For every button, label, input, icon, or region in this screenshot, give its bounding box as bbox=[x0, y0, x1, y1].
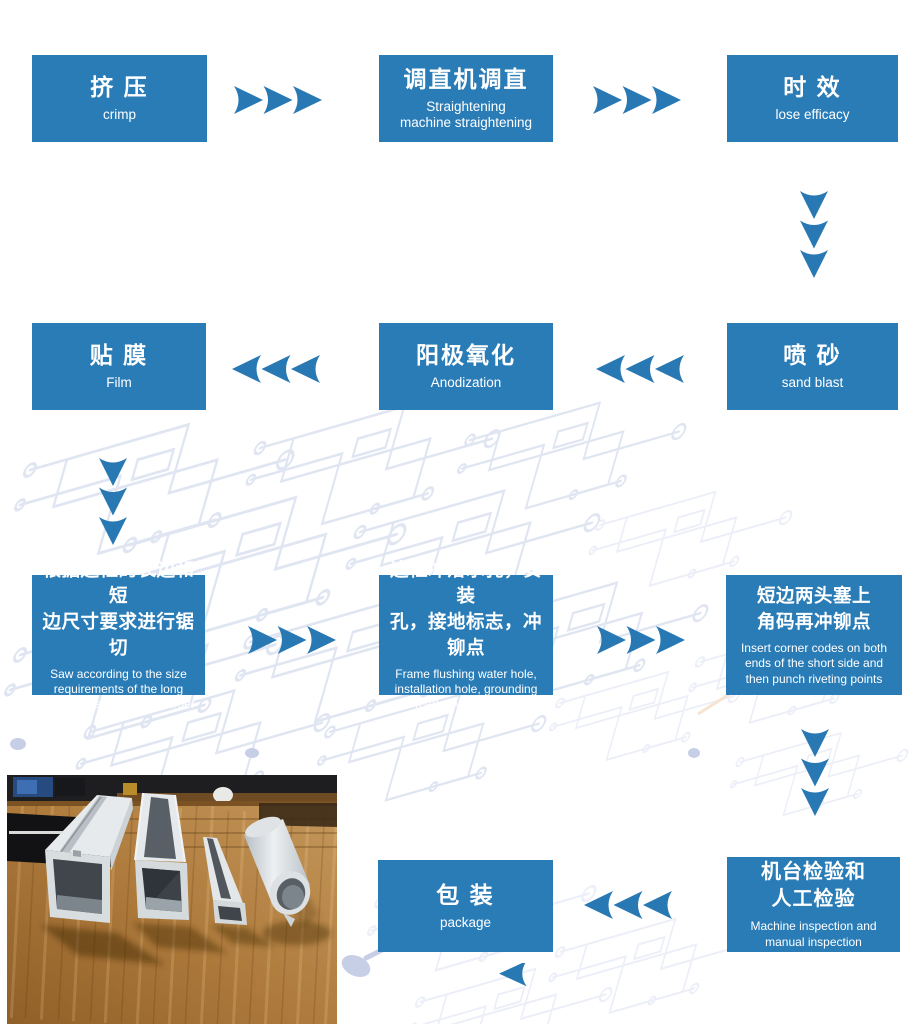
flow-arrows-left-icon bbox=[584, 891, 672, 919]
step-box-punch-holes: 边框冲落水孔，安装 孔，接地标志，冲铆点 Frame flushing wate… bbox=[379, 559, 553, 711]
step-label-zh: 短边两头塞上 角码再冲铆点 bbox=[756, 585, 871, 632]
step-label-en: sand blast bbox=[781, 375, 844, 391]
photo-profile-small-channel bbox=[203, 837, 247, 925]
step-label-zh: 喷 砂 bbox=[783, 342, 842, 369]
flow-arrows-right-icon bbox=[597, 626, 685, 654]
photo-profile-large-square-tube bbox=[45, 795, 133, 923]
step-label-en: crimp bbox=[103, 107, 136, 123]
step-label-zh: 根据边框的长边和短 边尺寸要求进行锯切 bbox=[42, 559, 195, 658]
step-label-en: lose efficacy bbox=[775, 107, 850, 123]
photo-profile-round-tube bbox=[244, 816, 311, 927]
step-label-en: Anodization bbox=[430, 375, 502, 391]
pattern-node-dots bbox=[10, 738, 700, 977]
flow-arrows-down-icon bbox=[801, 729, 829, 816]
step-label-zh: 时 效 bbox=[783, 74, 842, 101]
step-label-zh: 包 装 bbox=[436, 881, 495, 908]
flow-arrows-left-icon bbox=[596, 355, 684, 383]
step-box-crimp: 挤 压 crimp bbox=[32, 55, 207, 142]
flow-arrows-left-icon bbox=[232, 355, 320, 383]
step-label-en: Straightening machine straightening bbox=[399, 98, 533, 131]
step-box-package: 包 装 package bbox=[378, 860, 553, 952]
photo-profile-u-channel-tube bbox=[134, 792, 189, 920]
photo-gold-knob bbox=[123, 783, 137, 795]
flow-arrows-right-icon bbox=[248, 626, 336, 654]
flow-arrows-down-icon bbox=[800, 191, 828, 278]
step-label-zh: 贴 膜 bbox=[89, 342, 149, 369]
step-box-straightening: 调直机调直 Straightening machine straightenin… bbox=[379, 55, 553, 142]
step-label-en: Machine inspection and manual inspection bbox=[750, 919, 877, 949]
step-box-corner-codes: 短边两头塞上 角码再冲铆点 Insert corner codes on bot… bbox=[726, 575, 902, 695]
flow-arrows-right-icon bbox=[593, 86, 681, 114]
step-label-zh: 机台检验和 人工检验 bbox=[761, 861, 866, 911]
step-box-anodization: 阳极氧化 Anodization bbox=[379, 323, 553, 410]
step-box-aging: 时 效 lose efficacy bbox=[727, 55, 898, 142]
step-label-zh: 挤 压 bbox=[90, 74, 149, 101]
photo-white-cup bbox=[213, 787, 233, 803]
step-label-zh: 调直机调直 bbox=[403, 66, 529, 93]
step-label-zh: 阳极氧化 bbox=[416, 342, 516, 369]
step-label-en: Film bbox=[106, 375, 132, 391]
step-label-en: Insert corner codes on both ends of the … bbox=[740, 640, 888, 686]
step-label-en: Saw according to the size requirements o… bbox=[42, 666, 195, 712]
step-box-film: 贴 膜 Film bbox=[32, 323, 206, 410]
step-box-inspection: 机台检验和 人工检验 Machine inspection and manual… bbox=[727, 857, 900, 952]
step-label-zh: 边框冲落水孔，安装 孔，接地标志，冲铆点 bbox=[389, 559, 542, 658]
product-photo bbox=[7, 775, 337, 1024]
step-box-sand-blast: 喷 砂 sand blast bbox=[727, 323, 898, 410]
flow-arrow-left-single-icon bbox=[499, 963, 527, 987]
flow-arrows-right-icon bbox=[234, 86, 322, 114]
step-box-saw: 根据边框的长边和短 边尺寸要求进行锯切 Saw according to the… bbox=[32, 559, 205, 711]
step-label-en: Frame flushing water hole, installation … bbox=[394, 666, 538, 712]
step-label-en: package bbox=[439, 914, 492, 930]
flow-arrows-down-icon bbox=[99, 458, 127, 545]
